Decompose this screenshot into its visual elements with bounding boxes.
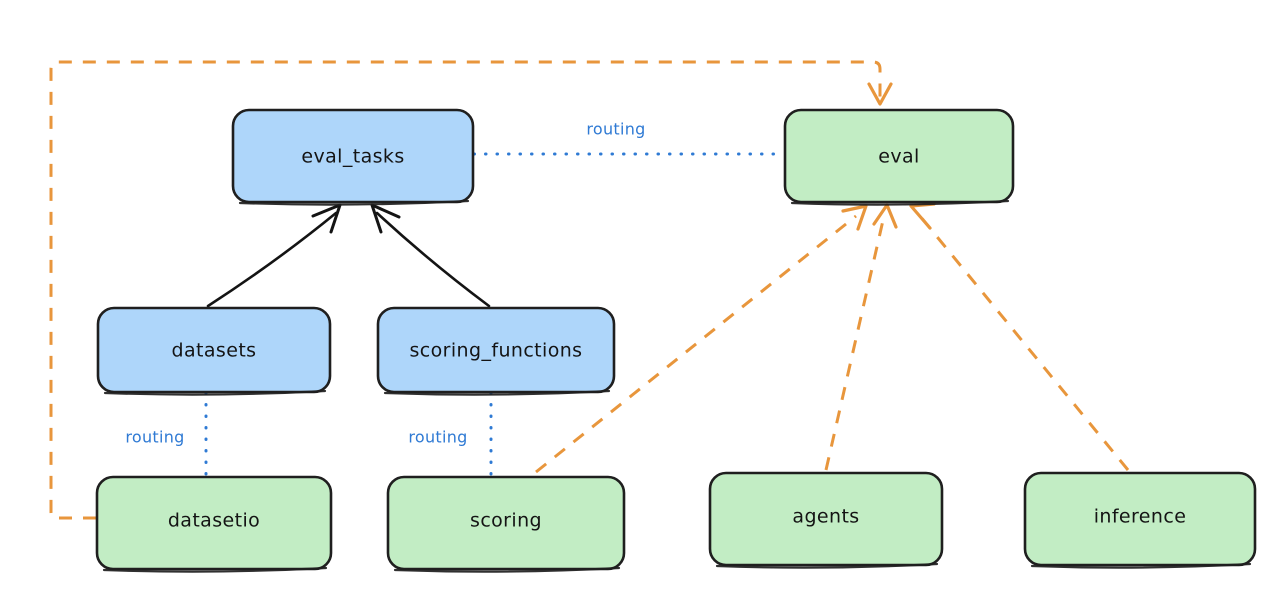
node-datasetio-label: datasetio <box>168 510 260 532</box>
node-layer: eval_tasks eval datasets scoring_functio… <box>95 108 1257 573</box>
node-agents[interactable]: agents <box>708 471 944 569</box>
node-agents-label: agents <box>792 506 859 528</box>
arrowhead-into-eval-top <box>867 82 893 106</box>
edge-scoring_functions-to-scoring: routing <box>408 391 493 479</box>
edge-label-routing-scoring: routing <box>408 428 467 447</box>
edge-eval_tasks-to-eval: routing <box>472 120 786 156</box>
node-scoring-label: scoring <box>470 510 542 532</box>
arrowhead-into-eval-bottom-left <box>841 204 868 231</box>
node-agents-box[interactable] <box>708 471 944 567</box>
node-datasets[interactable]: datasets <box>96 306 332 396</box>
node-scoring_functions-label: scoring_functions <box>410 340 583 362</box>
edge-datasets-eval_tasks-path <box>206 211 338 308</box>
edge-scoring-to-eval <box>535 204 868 474</box>
node-scoring-box[interactable] <box>386 475 626 571</box>
node-scoring_functions[interactable]: scoring_functions <box>376 306 616 396</box>
edge-datasets-to-eval_tasks <box>206 203 342 308</box>
node-scoring-sketch-edge <box>393 566 621 573</box>
node-datasets-label: datasets <box>172 340 257 362</box>
node-scoring_functions-box[interactable] <box>376 306 616 394</box>
node-eval_tasks-label: eval_tasks <box>301 146 404 168</box>
edge-scoring_functions-to-eval_tasks <box>370 203 491 308</box>
node-scoring_functions-sketch-edge <box>383 389 611 396</box>
edge-scoring-eval-path <box>535 214 857 474</box>
edge-datasetio-to-eval <box>49 60 893 520</box>
edge-scoring_functions-eval_tasks-path <box>375 211 491 308</box>
node-eval-box[interactable] <box>783 108 1015 204</box>
arrowhead-into-eval-bottom-mid <box>872 203 898 229</box>
edge-inference-eval-path <box>918 215 1130 471</box>
edge-datasetio-eval-path <box>49 60 882 520</box>
edge-inference-to-eval <box>909 202 1130 471</box>
edge-datasets-to-datasetio: routing <box>125 391 208 479</box>
edge-label-routing-datasetio: routing <box>125 428 184 447</box>
edge-label-routing-eval: routing <box>586 120 645 139</box>
node-datasetio-sketch-edge <box>102 566 328 573</box>
node-scoring[interactable]: scoring <box>386 475 626 573</box>
edge-agents-eval-path <box>824 215 886 471</box>
edge-agents-to-eval <box>824 203 898 471</box>
node-inference[interactable]: inference <box>1023 471 1257 569</box>
node-eval[interactable]: eval <box>783 108 1015 206</box>
node-eval_tasks-sketch-edge <box>238 199 470 206</box>
node-eval_tasks[interactable]: eval_tasks <box>231 108 475 206</box>
node-eval-sketch-edge <box>790 199 1010 206</box>
node-inference-box[interactable] <box>1023 471 1257 567</box>
node-datasetio-box[interactable] <box>95 475 333 571</box>
node-agents-sketch-edge <box>715 562 939 569</box>
node-datasets-box[interactable] <box>96 306 332 394</box>
node-datasetio[interactable]: datasetio <box>95 475 333 573</box>
node-datasets-sketch-edge <box>103 389 327 396</box>
node-eval_tasks-box[interactable] <box>231 108 475 204</box>
arrowhead-into-eval-bottom-right <box>909 202 936 230</box>
node-inference-sketch-edge <box>1030 562 1252 569</box>
node-eval-label: eval <box>878 146 919 168</box>
node-inference-label: inference <box>1094 506 1187 528</box>
